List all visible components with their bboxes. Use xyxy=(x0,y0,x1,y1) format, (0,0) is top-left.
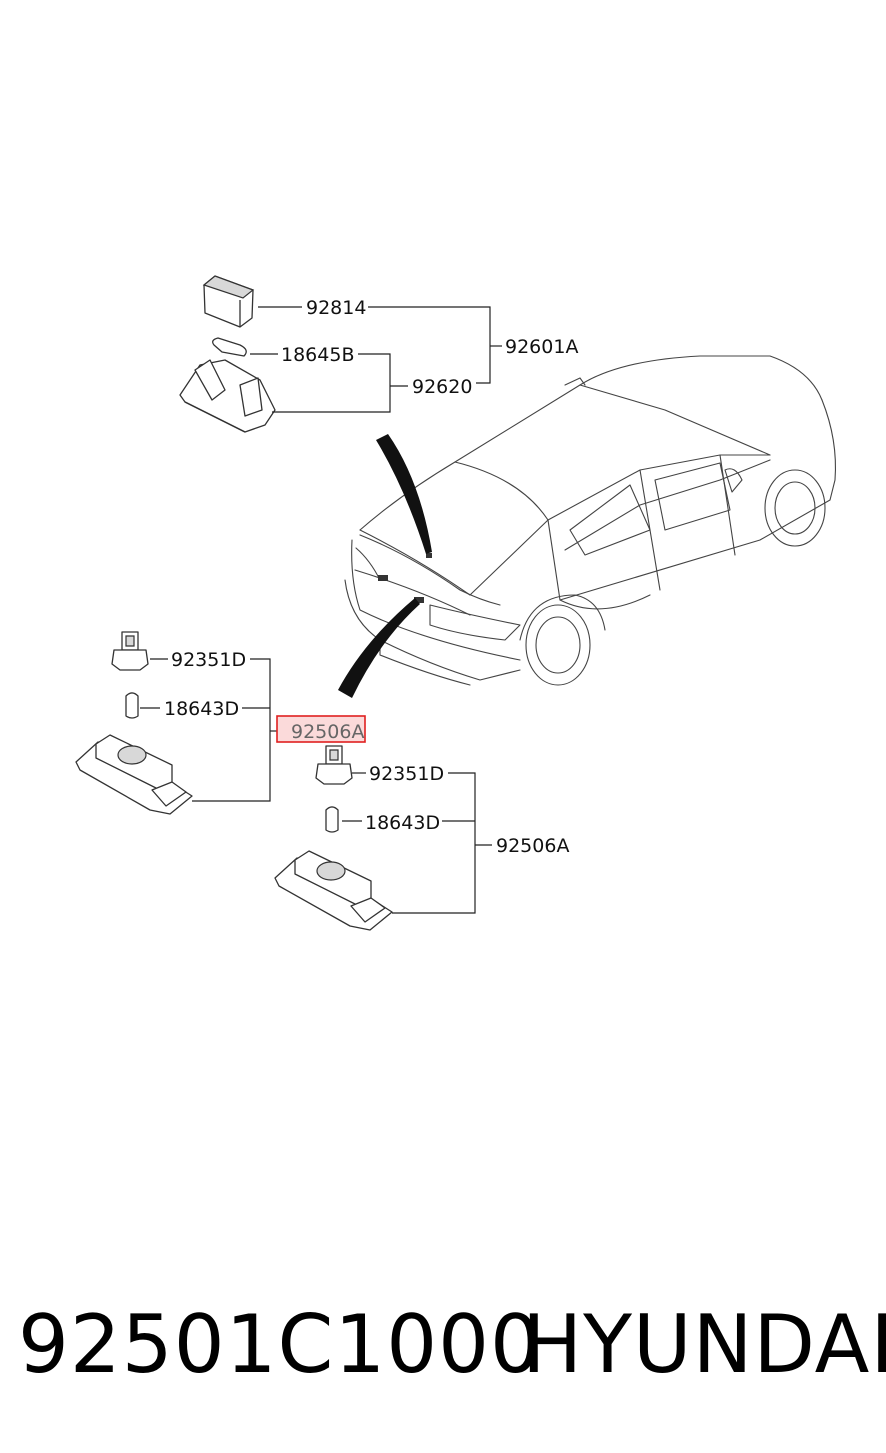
part-number: 92501C1000 xyxy=(18,1298,542,1391)
pointer-wedge-lower xyxy=(338,598,420,698)
label-92601A[interactable]: 92601A xyxy=(505,336,578,358)
pointer-wedge-upper xyxy=(376,434,432,554)
brand-name: HYUNDAI xyxy=(522,1298,886,1391)
lamp-housing-92620 xyxy=(179,359,276,433)
bulb-18643D-right xyxy=(325,806,339,833)
label-92506A-right[interactable]: 92506A xyxy=(496,835,569,857)
bracket-92506A-right xyxy=(392,772,476,914)
label-18643D-right[interactable]: 18643D xyxy=(365,812,440,834)
label-92620[interactable]: 92620 xyxy=(412,376,472,398)
bulb-18643D-left xyxy=(125,692,139,719)
socket-92351D-left xyxy=(111,631,149,671)
bulb-18645B xyxy=(212,337,247,357)
lens-cover-92814 xyxy=(202,275,255,328)
bracket-92601A xyxy=(368,306,491,384)
parts-diagram: 92814 18645B 92620 92601A 92351D 18643D … xyxy=(75,275,836,931)
label-18645B[interactable]: 18645B xyxy=(281,344,354,366)
label-92351D-left[interactable]: 92351D xyxy=(171,649,246,671)
license-lamp-right xyxy=(274,850,393,931)
label-18643D-left[interactable]: 18643D xyxy=(164,698,239,720)
socket-92351D-right xyxy=(315,745,353,785)
footer: 92501C1000 HYUNDAI xyxy=(0,1290,886,1410)
bracket-92506A-left xyxy=(192,658,271,802)
license-lamp-left xyxy=(75,734,193,815)
bracket-92620 xyxy=(272,353,391,413)
label-92814[interactable]: 92814 xyxy=(306,297,366,319)
highlight-box[interactable] xyxy=(276,715,366,743)
label-92506A-highlighted[interactable]: 92506A xyxy=(291,721,364,743)
label-92351D-right[interactable]: 92351D xyxy=(369,763,444,785)
